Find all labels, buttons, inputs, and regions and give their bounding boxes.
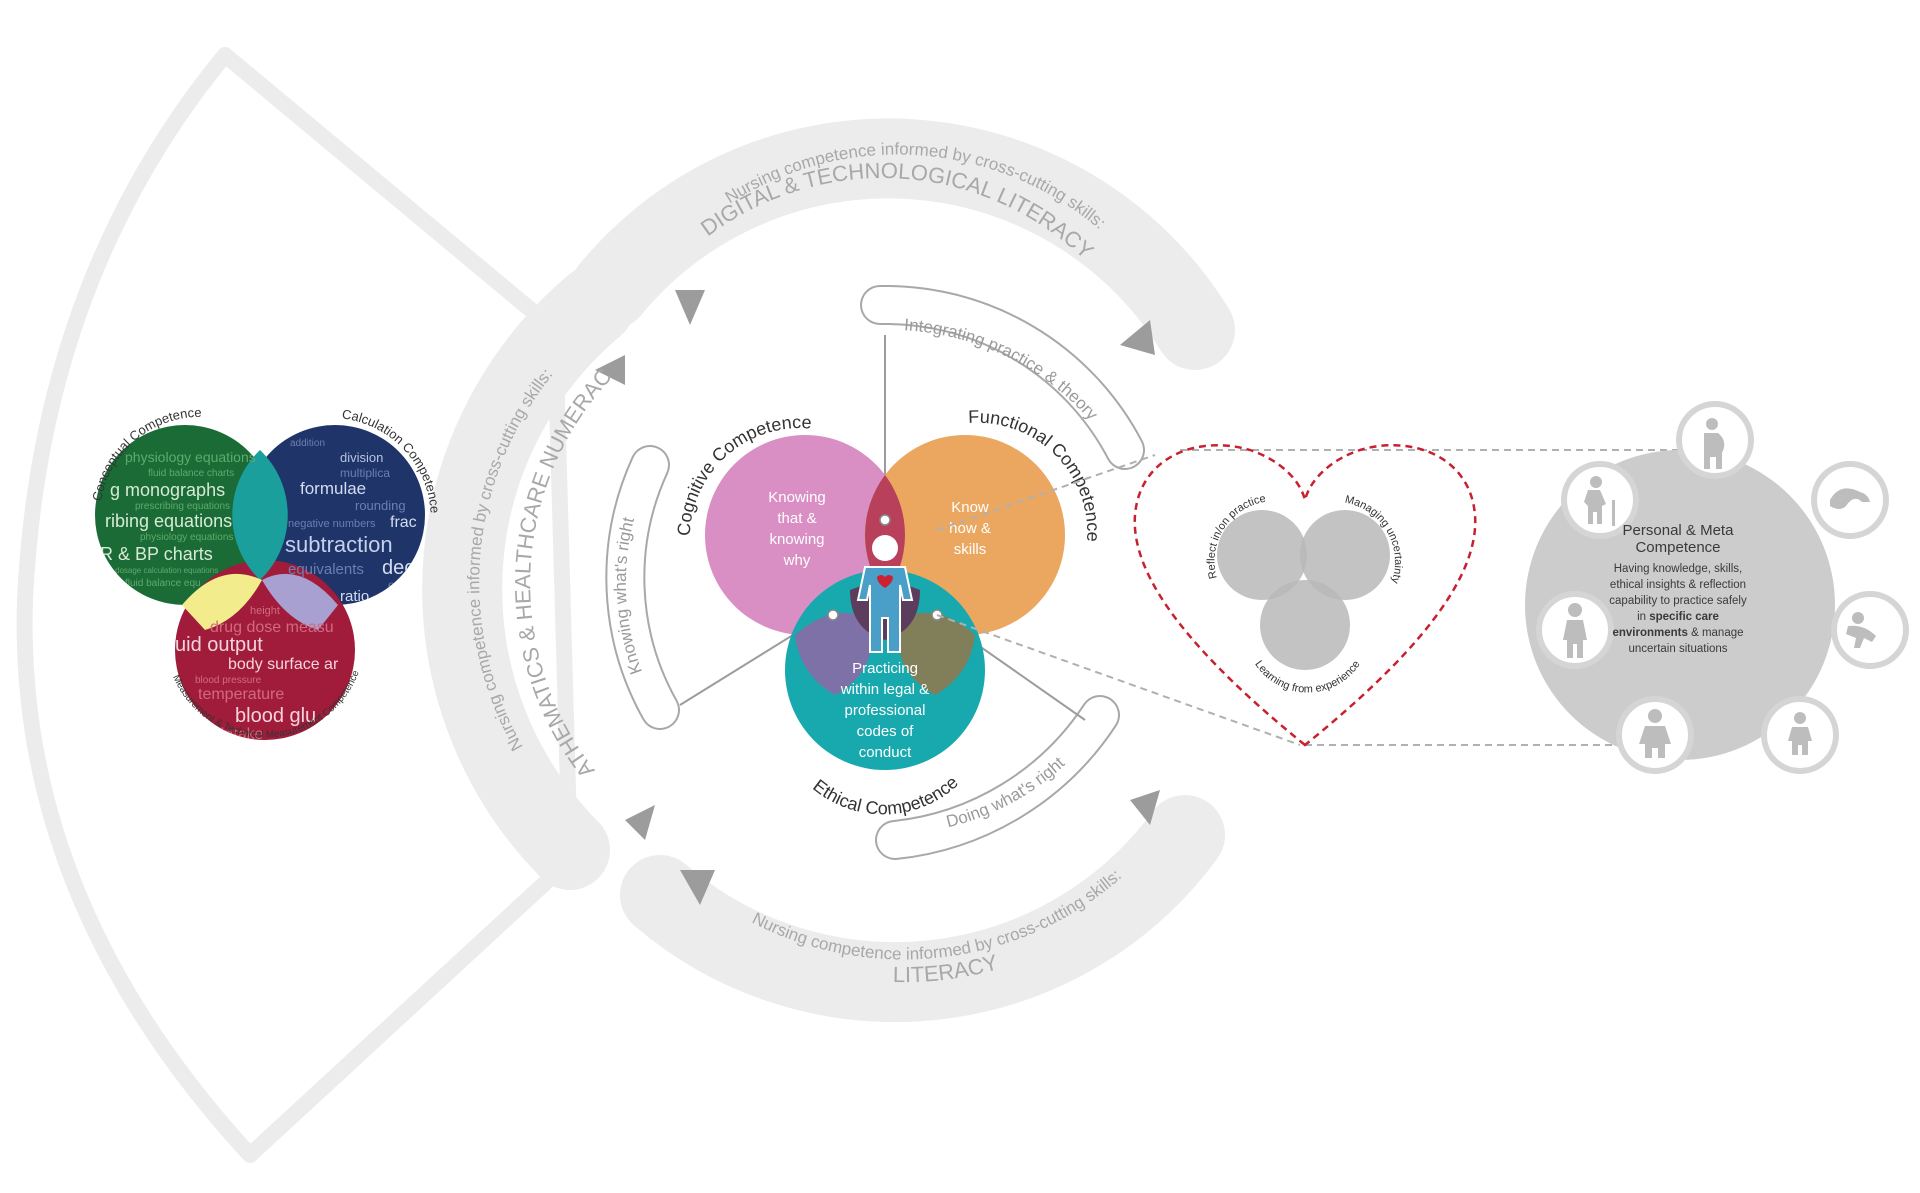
word: frac (390, 514, 417, 531)
learning-circle (1260, 580, 1350, 670)
connector-dot (879, 514, 891, 526)
ethical-line: Practicing (852, 660, 918, 677)
ethical-line: within legal & (840, 681, 929, 698)
arrow-icon (1120, 320, 1155, 355)
cognitive-line: that & (777, 510, 816, 527)
functional-line: Know (951, 499, 989, 516)
meta-body-line: Having knowledge, skills, (1614, 563, 1742, 575)
top-arc-band (570, 118, 1235, 370)
ethical-line: conduct (859, 744, 912, 761)
ethical-description: Practicing within legal & professional c… (840, 660, 929, 761)
word: blood pressure (195, 675, 262, 686)
functional-line: skills (954, 541, 987, 558)
word: blood glu (235, 705, 316, 727)
left-arc-band (422, 265, 635, 890)
meta-body-line: in specific care (1637, 611, 1719, 623)
arrow-icon (625, 805, 655, 840)
word: fluid balance equ (125, 578, 201, 589)
ethical-line: codes of (857, 723, 915, 740)
meta-title: Personal & Meta (1623, 522, 1735, 539)
ethical-line: professional (845, 702, 926, 719)
doing-pill-fill (877, 697, 1118, 858)
word: physiology equations (125, 449, 256, 465)
word: temperature (198, 686, 284, 703)
word: addition (290, 438, 325, 449)
meta-body-line: capability to practice safely (1609, 595, 1747, 607)
word: dosage calculation equations (115, 566, 218, 575)
cognitive-line: why (783, 552, 811, 569)
bottom-arc-band (620, 795, 1225, 1023)
knowing-pill-fill (607, 447, 678, 728)
arrow-icon (675, 290, 705, 325)
word: height (250, 605, 280, 617)
word: fluid balance charts (148, 468, 234, 479)
word: g monographs (110, 480, 225, 500)
nurse-icon (856, 535, 914, 653)
dashed-connector (936, 614, 1301, 746)
connector-dot (827, 609, 839, 621)
word: rounding (355, 498, 406, 513)
word: equivalents (288, 561, 364, 578)
word: formulae (300, 479, 366, 498)
numeracy-venn (95, 425, 425, 740)
functional-description: Know how & skills (949, 499, 991, 558)
functional-ethical-overlap (898, 612, 975, 695)
arrow-icon (680, 870, 715, 905)
meta-title: Competence (1635, 539, 1720, 556)
reflection-venn (1217, 510, 1390, 670)
cognitive-functional-overlap (865, 475, 905, 595)
word: ribing equations (105, 511, 232, 531)
meta-body-line: environments & manage (1612, 627, 1743, 639)
blue-red-overlap (262, 573, 338, 630)
word: lochus (250, 742, 277, 752)
integrating-pill-fill (862, 286, 1143, 468)
cognitive-description: Knowing that & knowing why (768, 489, 826, 569)
heart-outline (1133, 443, 1477, 747)
word: subtraction (285, 532, 393, 557)
word: physiology equations (140, 532, 233, 543)
functional-line: how & (949, 520, 991, 537)
blue-words: addition division multiplica formulae ro… (285, 438, 428, 605)
word: multiplica (340, 466, 390, 480)
meta-competence: Personal & Meta Competence Having knowle… (1525, 401, 1909, 774)
green-words: physiology equations fluid balance chart… (100, 449, 256, 589)
word: uid output (175, 634, 263, 656)
word: drug dose measu (210, 619, 334, 636)
meta-body-line: ethical insights & reflection (1610, 579, 1746, 591)
word: equatio (388, 578, 428, 592)
dashed-connector (936, 454, 1156, 531)
green-blue-overlap (232, 450, 288, 580)
word: R & BP charts (100, 544, 213, 564)
cognitive-line: knowing (769, 531, 824, 548)
word: prescribing equations (135, 501, 230, 512)
life-stage-glyphs (1563, 418, 1876, 758)
word: division (340, 450, 383, 465)
meta-body-line: uncertain situations (1628, 643, 1727, 655)
cognitive-ethical-overlap (795, 612, 872, 695)
word: body surface ar (228, 656, 339, 673)
word: dec (382, 557, 414, 579)
managing-circle (1300, 510, 1390, 600)
calculation-circle (245, 425, 425, 605)
green-red-overlap (182, 573, 262, 630)
crawling-baby-icon (1831, 591, 1909, 669)
conceptual-circle (95, 425, 275, 605)
word: ratio (340, 588, 369, 605)
cognitive-line: Knowing (768, 489, 826, 506)
numeracy-zoom-wedge (16, 47, 578, 1163)
word: negative numbers (288, 518, 376, 530)
reflect-circle (1217, 510, 1307, 600)
arrow-icon (1130, 790, 1160, 825)
arrow-icon (595, 355, 625, 385)
